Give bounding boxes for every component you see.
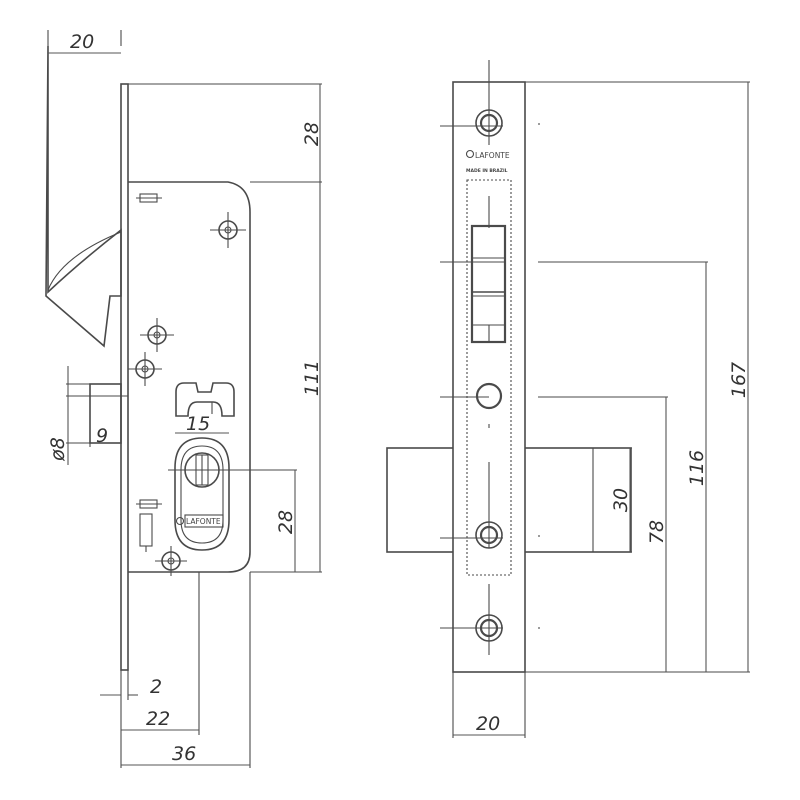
side-faceplate — [120, 83, 129, 671]
dim-left-faceplate-thickness: 2 — [150, 676, 162, 698]
brand-logo-right: LAFONTE MADE IN BRAZIL — [465, 149, 510, 174]
front-screw-lower — [440, 462, 503, 549]
dim-right-height-78: 78 — [646, 520, 668, 544]
front-screw-top — [440, 60, 503, 145]
brand-logo-left: LAFONTE — [175, 514, 224, 528]
made-in-text: MADE IN BRAZIL — [466, 168, 508, 174]
dim-left-hole-diameter: ø8 — [47, 437, 69, 462]
dim-left-height-upper: 28 — [301, 122, 323, 146]
screw-hole-4 — [155, 546, 187, 576]
brand-text-right: LAFONTE — [475, 151, 510, 160]
cylinder-profile — [174, 437, 230, 551]
side-case-body — [128, 181, 251, 573]
dim-right-height-167: 167 — [728, 362, 750, 398]
front-view: LAFONTE MADE IN BRAZIL — [386, 60, 750, 738]
dim-right-height-116: 116 — [686, 450, 708, 486]
dim-right-bolt-height: 30 — [610, 488, 632, 512]
dim-left-backset: 22 — [146, 708, 170, 730]
front-screw-bottom — [440, 584, 503, 655]
hub-cutout — [175, 382, 235, 417]
dim-right-faceplate-width: 20 — [476, 713, 500, 735]
dim-left-hole-offset: 9 — [96, 425, 108, 447]
screw-hole-1 — [210, 212, 246, 248]
dim-left-top-width: 20 — [70, 31, 94, 53]
dim-left-case-depth: 36 — [172, 743, 196, 765]
hook-latch — [45, 45, 122, 348]
dim-left-cylinder-height: 28 — [275, 510, 297, 534]
slot-bottom-2 — [139, 513, 153, 547]
dim-left-height-case: 111 — [301, 360, 323, 396]
side-view: LAFONTE 20 28 111 28 15 ø8 9 — [45, 30, 323, 768]
front-spindle-hole — [440, 382, 503, 428]
screw-hole-3 — [128, 352, 162, 386]
screw-hole-2 — [140, 318, 174, 352]
dim-left-cylinder-width: 15 — [186, 413, 210, 435]
brand-text-left: LAFONTE — [186, 517, 221, 526]
front-dotted-outline — [466, 179, 512, 576]
